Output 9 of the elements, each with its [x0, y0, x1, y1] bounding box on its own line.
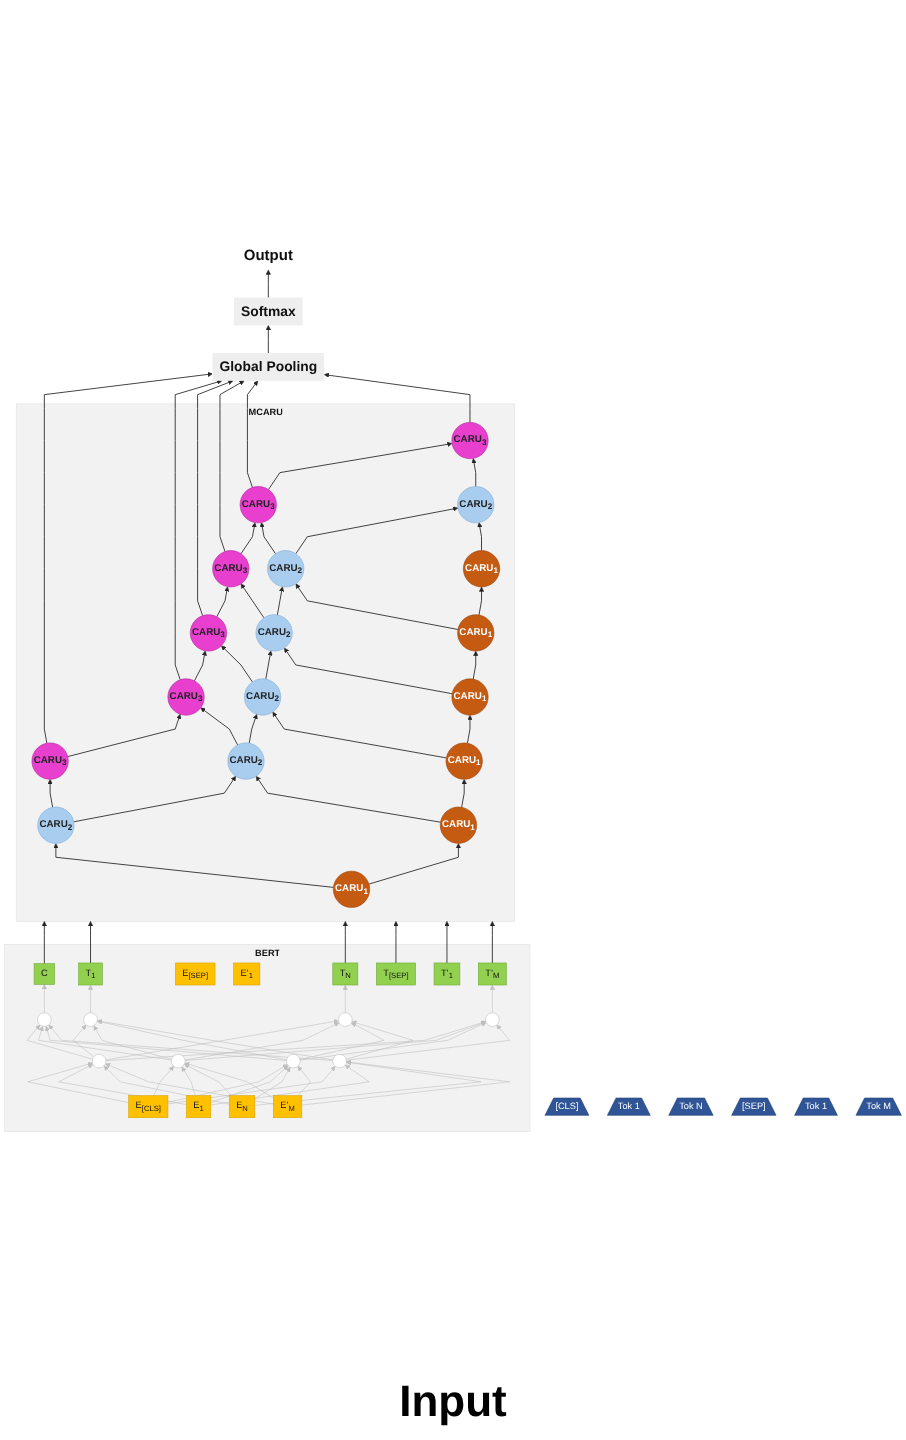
caption-text: Input [399, 1376, 507, 1428]
node-circle [332, 1053, 347, 1069]
node-circle [91, 1053, 107, 1069]
node-circle [171, 1053, 186, 1069]
node-circle [286, 1053, 301, 1069]
node-circle [485, 1012, 500, 1027]
node-circle [338, 1012, 353, 1027]
node-circle [37, 1012, 52, 1027]
node-circle [83, 1012, 98, 1027]
